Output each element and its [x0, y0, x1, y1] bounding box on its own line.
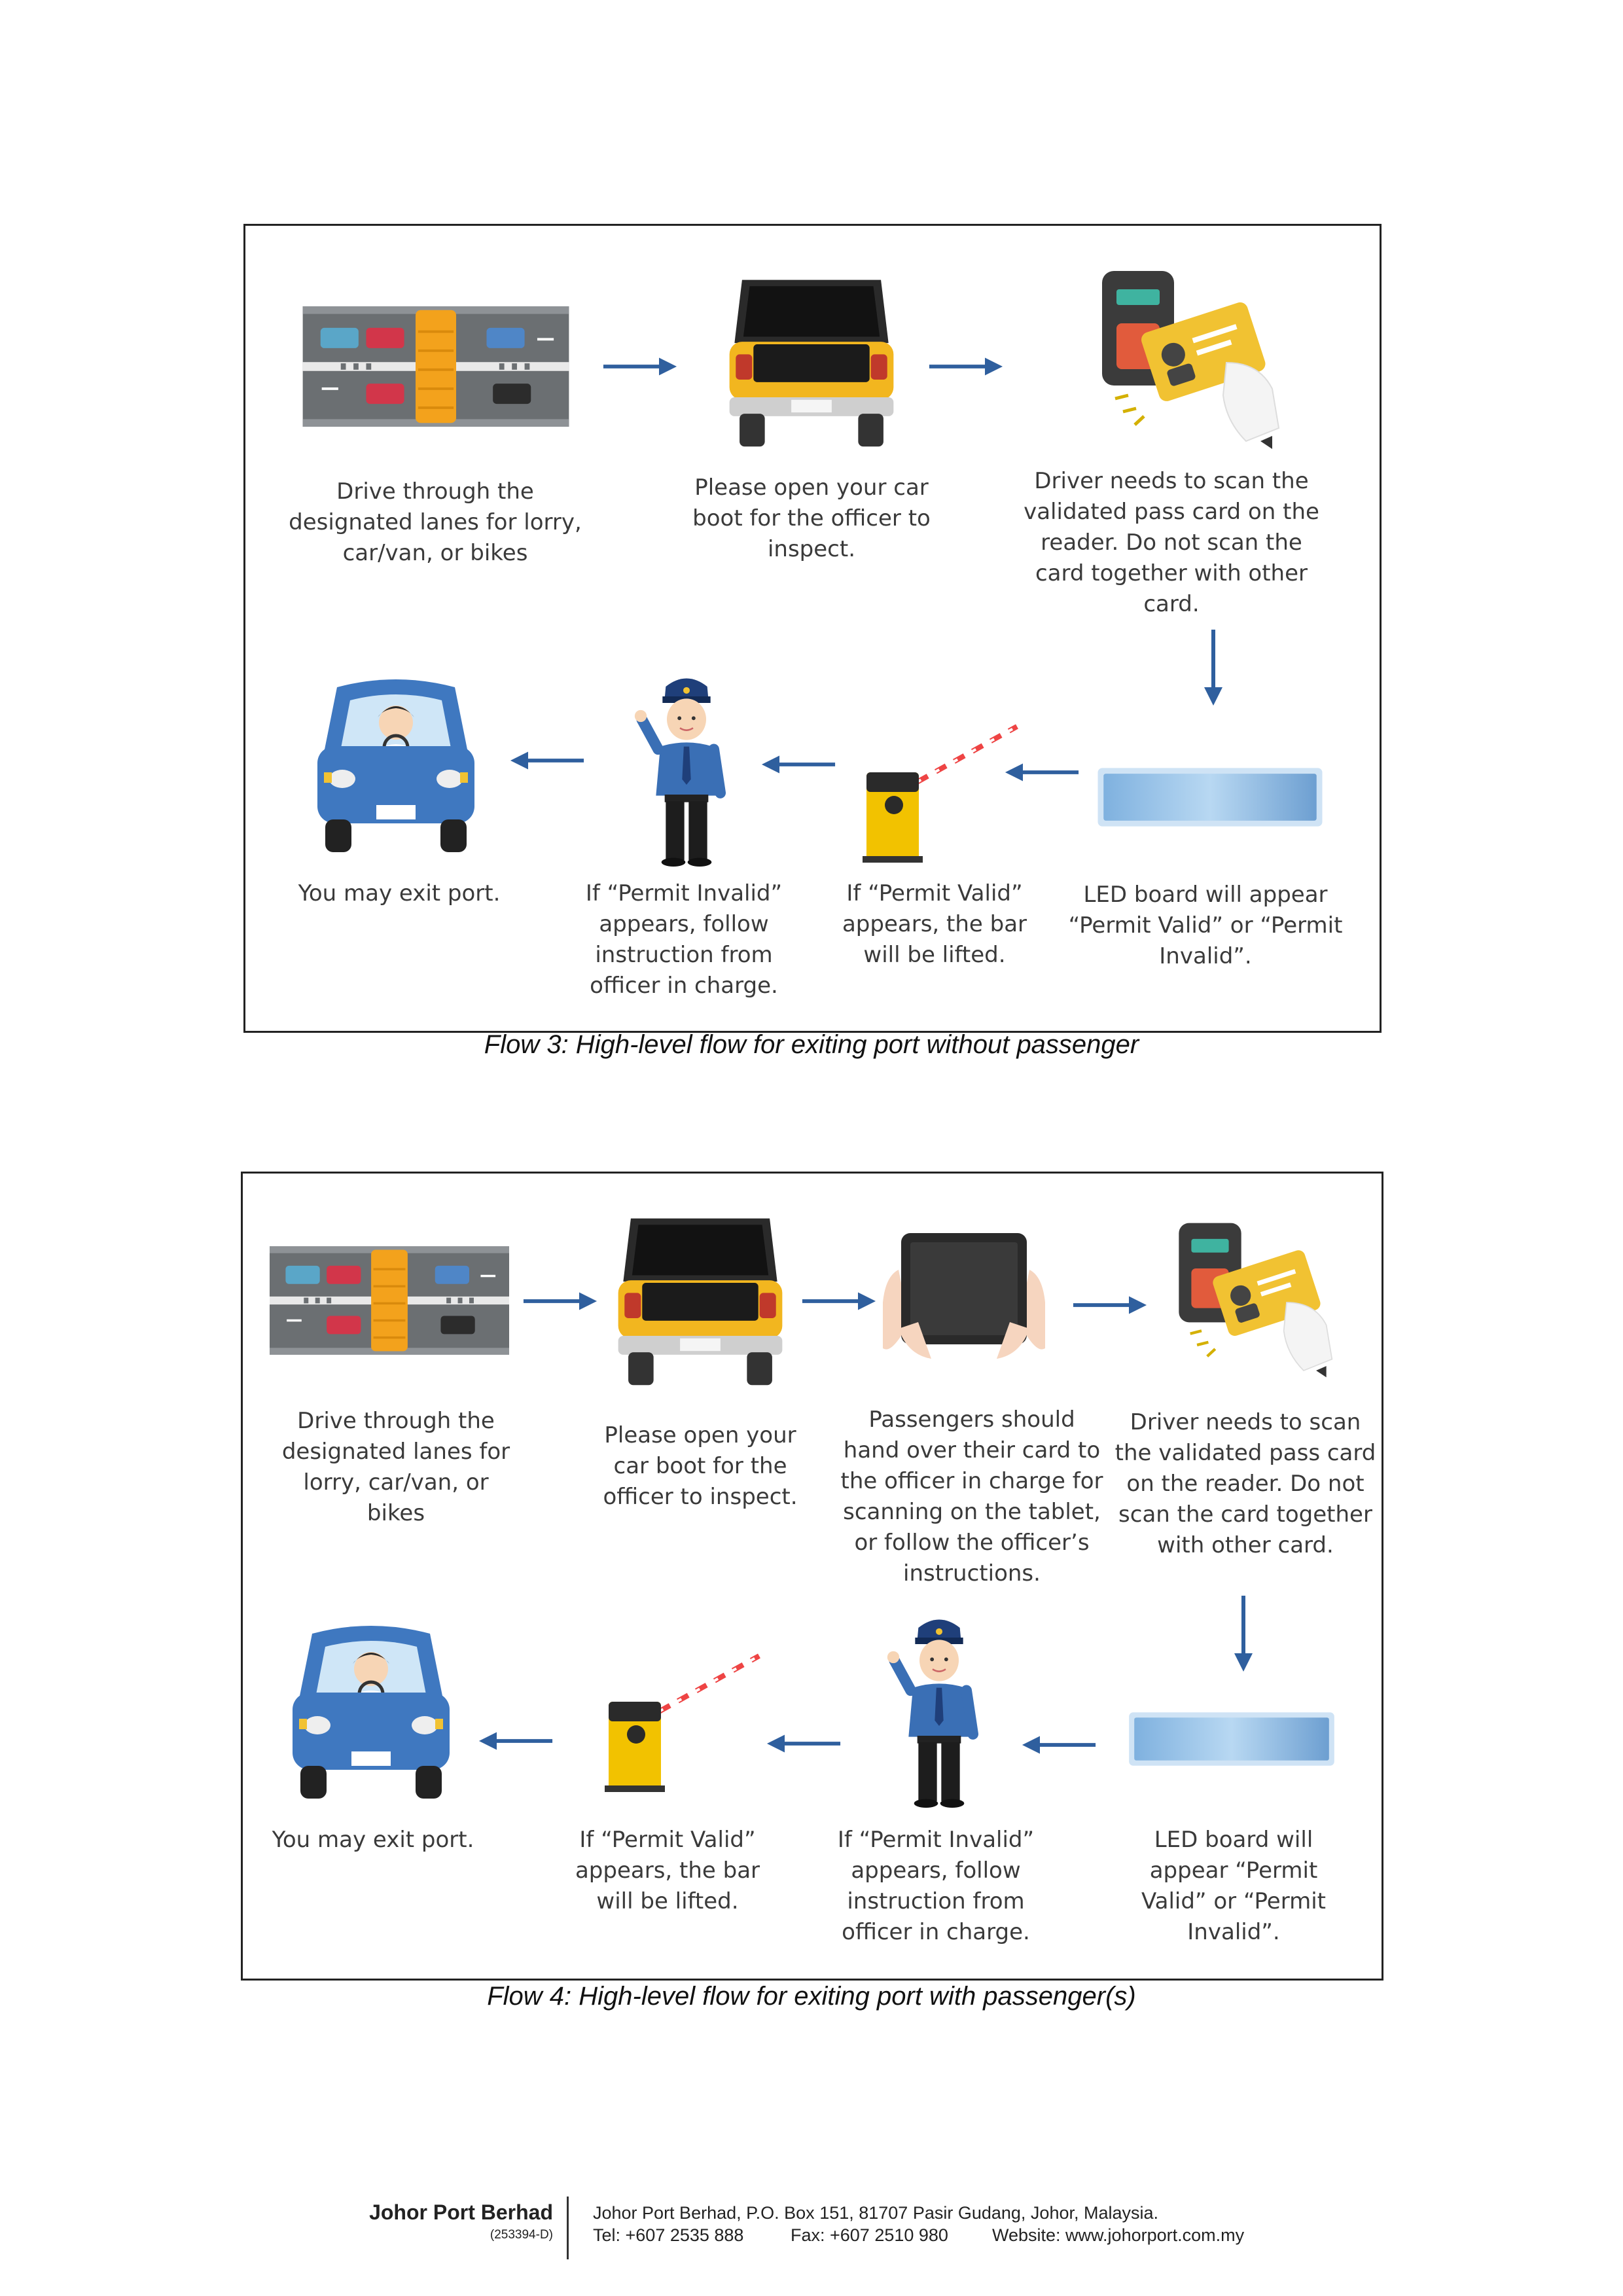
arrow-down-icon [1200, 628, 1226, 707]
car-exit-illustration [283, 1621, 459, 1804]
arrow-left-icon [760, 751, 836, 778]
flow3-step-1: Drive through the designated lanes for l… [289, 478, 582, 566]
flow4-step-2: Please open your car boot for the office… [603, 1422, 798, 1510]
flow3-step-7: You may exit port. [298, 880, 501, 906]
footer-website-link[interactable]: Website: www.johorport.com.my [992, 2225, 1245, 2245]
led-board-illustration [1096, 763, 1325, 831]
flow4-step-4: Driver needs to scan the validated pass … [1115, 1409, 1376, 1558]
barrier-gate-illustration [596, 1643, 766, 1800]
flow3-step-4: LED board will appear “Permit Valid” or … [1068, 882, 1343, 969]
footer-address: Johor Port Berhad, P.O. Box 151, 81707 P… [593, 2203, 1159, 2223]
arrow-down-icon [1230, 1594, 1257, 1673]
arrow-right-icon [928, 353, 1004, 380]
arrow-left-icon [478, 1728, 554, 1754]
arrow-right-icon [522, 1288, 598, 1314]
flow4-step-6: If “Permit Invalid” appears, follow inst… [837, 1827, 1035, 1945]
flow4-step-5: LED board will appear “Permit Valid” or … [1141, 1827, 1326, 1945]
taxi-boot-illustration [713, 274, 910, 450]
arrow-right-icon [801, 1288, 877, 1314]
arrow-right-icon [1072, 1292, 1148, 1318]
card-scan-illustration [1168, 1217, 1338, 1388]
footer-divider [567, 2197, 569, 2259]
lanes-illustration [297, 306, 575, 427]
footer-company-name: Johor Port Berhad [369, 2200, 553, 2224]
flow3-step-5: If “Permit Valid” appears, the bar will … [842, 880, 1027, 968]
car-exit-illustration [308, 674, 484, 857]
officer-illustration [631, 670, 742, 867]
arrow-left-icon [1021, 1732, 1097, 1758]
arrow-left-icon [1004, 759, 1080, 785]
flow4-caption: Flow 4: High-level flow for exiting port… [487, 1982, 1136, 2011]
arrow-left-icon [766, 1731, 842, 1757]
arrow-left-icon [509, 747, 585, 774]
officer-illustration [883, 1611, 995, 1808]
card-scan-illustration [1089, 264, 1285, 461]
tablet-illustration [878, 1224, 1050, 1374]
flow3-caption: Flow 3: High-level flow for exiting port… [484, 1030, 1139, 1059]
arrow-right-icon [602, 353, 678, 380]
led-board-illustration [1127, 1708, 1336, 1770]
barrier-gate-illustration [853, 720, 1024, 864]
footer-registration-number: (253394-D) [490, 2228, 553, 2242]
flow3-step-6: If “Permit Invalid” appears, follow inst… [585, 880, 783, 999]
flow4-step-8: You may exit port. [272, 1827, 474, 1853]
footer-tel: Tel: +607 2535 888 [593, 2225, 744, 2245]
flow3-step-2: Please open your car boot for the office… [692, 475, 931, 562]
flow4-step-7: If “Permit Valid” appears, the bar will … [575, 1827, 760, 1914]
lanes-illustration [270, 1238, 509, 1363]
flow3-step-3: Driver needs to scan the validated pass … [1024, 468, 1319, 617]
flow4-step-3: Passengers should hand over their card t… [840, 1407, 1103, 1587]
flow4-step-1: Drive through the designated lanes for l… [281, 1408, 510, 1526]
taxi-boot-illustration [596, 1212, 805, 1389]
footer-fax: Fax: +607 2510 980 [791, 2225, 948, 2245]
